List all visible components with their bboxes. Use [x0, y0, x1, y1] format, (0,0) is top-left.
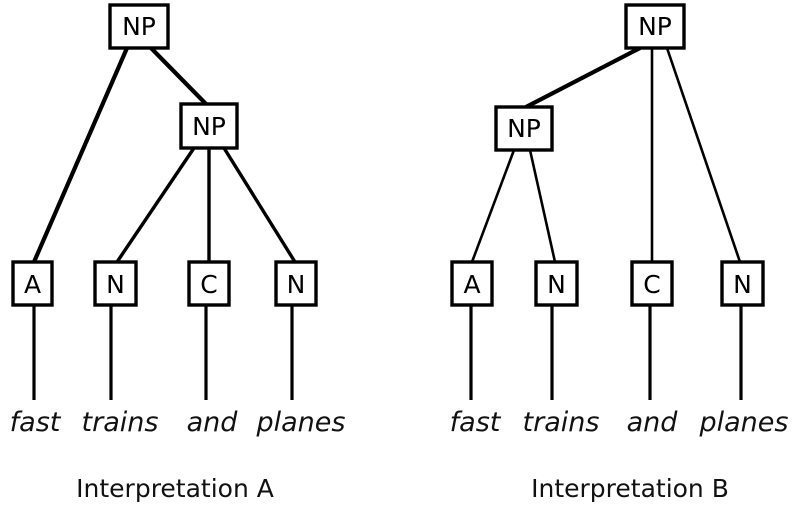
tree-edge — [222, 147, 297, 263]
node-label-a-leaf-n2: N — [287, 270, 306, 299]
caption-interpretation-a: Interpretation A — [76, 474, 274, 503]
node-label-b-inner-np: NP — [507, 114, 541, 143]
node-box-b-leaf-a — [450, 260, 494, 307]
node-label-b-root-np: NP — [638, 12, 672, 41]
node-label-b-leaf-c: C — [643, 270, 660, 299]
leaf-word-a-word-planes: planes — [256, 407, 346, 438]
node-box-b-root-np — [624, 3, 686, 50]
node-label-a-root-np: NP — [122, 12, 156, 41]
node-box-a-root-np — [108, 3, 170, 50]
leaf-word-a-word-fast: fast — [10, 407, 62, 438]
leaf-word-a-word-and: and — [187, 407, 239, 438]
node-box-a-leaf-n2 — [274, 260, 318, 307]
node-box-a-leaf-n1 — [93, 260, 138, 307]
node-box-b-inner-np — [494, 105, 554, 152]
leaf-word-b-word-fast: fast — [450, 407, 502, 438]
leaf-word-b-word-trains: trains — [523, 407, 600, 438]
tree-edge — [149, 46, 208, 106]
tree-edge — [470, 149, 516, 263]
node-label-b-leaf-n2: N — [733, 270, 752, 299]
node-label-a-leaf-n1: N — [106, 270, 125, 299]
tree-edge — [528, 149, 557, 263]
node-box-a-inner-np — [179, 102, 239, 150]
node-label-a-leaf-c: C — [200, 270, 217, 299]
tree-edge — [525, 46, 641, 109]
leaf-word-a-word-trains: trains — [82, 407, 159, 438]
node-box-b-leaf-c — [630, 260, 674, 307]
node-box-a-leaf-a — [11, 260, 54, 307]
node-box-b-leaf-n1 — [534, 260, 579, 307]
tree-edge — [32, 47, 129, 263]
node-label-b-leaf-a: A — [463, 270, 480, 299]
leaf-word-b-word-planes: planes — [699, 407, 789, 438]
tree-edge — [665, 47, 742, 263]
node-box-a-leaf-c — [187, 260, 231, 307]
node-label-b-leaf-n1: N — [547, 270, 566, 299]
node-label-a-inner-np: NP — [192, 112, 226, 141]
node-box-b-leaf-n2 — [720, 260, 765, 307]
leaf-word-b-word-and: and — [627, 407, 679, 438]
node-label-a-leaf-a: A — [24, 270, 41, 299]
caption-interpretation-b: Interpretation B — [531, 474, 729, 503]
tree-edge — [115, 147, 196, 263]
